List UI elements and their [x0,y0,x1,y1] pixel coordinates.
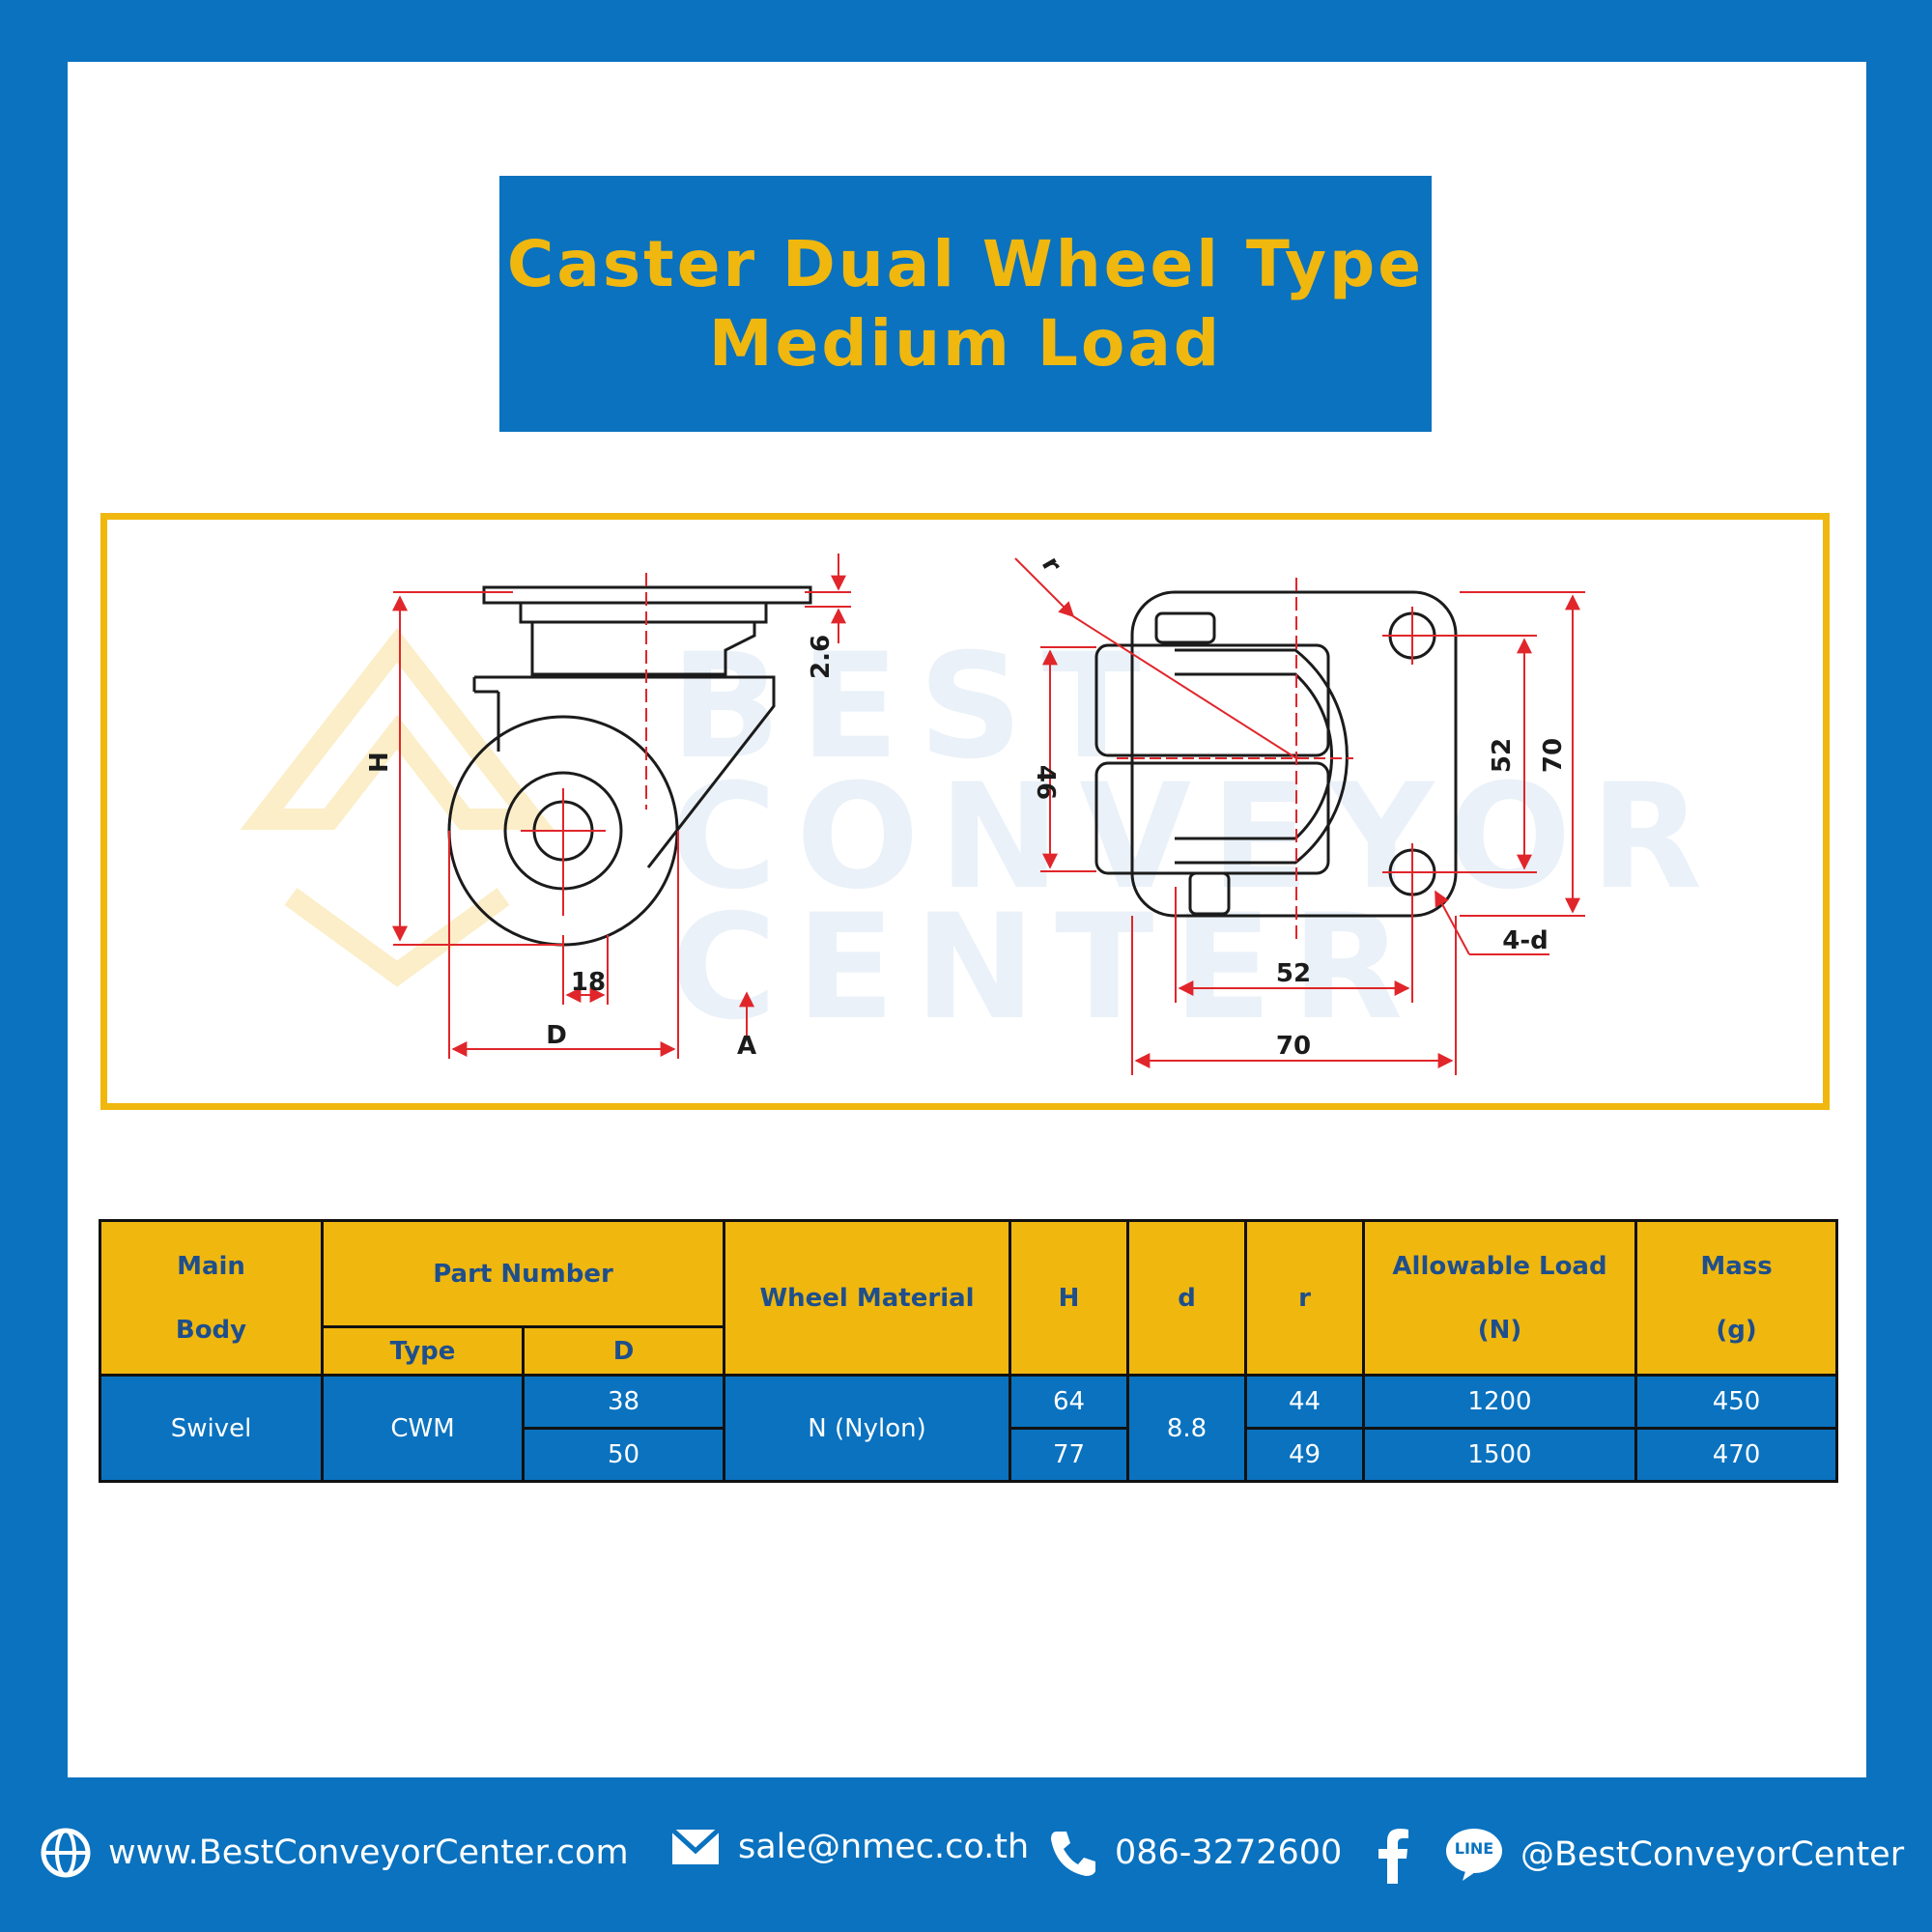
header-d-wheel: D [521,1325,726,1377]
facebook-icon [1378,1829,1408,1884]
table-row: 50 77 49 1500 470 [100,1427,1839,1483]
line-badge-text: LINE [1454,1839,1494,1858]
mail-icon [670,1828,721,1864]
drawing-svg: BEST CONVEYOR CENTER [240,553,1702,1075]
technical-drawing: BEST CONVEYOR CENTER [100,513,1830,1110]
header-type: Type [321,1325,525,1377]
facebook-link[interactable] [1377,1828,1427,1884]
dim-d-wheel: D [546,1021,567,1050]
phone-icon [1051,1832,1095,1876]
top-view [1094,590,1458,918]
cell-mass: 470 [1634,1427,1839,1483]
email-text: sale@nmec.co.th [738,1828,1030,1866]
watermark-line-1: BEST [670,623,1160,791]
cell-mass: 450 [1634,1374,1839,1430]
dim-52-vertical: 52 [1488,738,1517,773]
website-link[interactable]: www.BestConveyorCenter.com [41,1828,629,1878]
title-banner: Caster Dual Wheel Type Medium Load [499,176,1432,432]
header-mass: Mass(g) [1634,1219,1839,1377]
cell-d-wheel: 50 [521,1427,726,1483]
header-allowable-load: Allowable Load(N) [1362,1219,1638,1377]
cell-wheel-material: N (Nylon) [723,1374,1012,1483]
line-icon: LINE [1445,1828,1503,1882]
header-part-number: Part Number [320,1219,726,1328]
contact-footer: www.BestConveyorCenter.com sale@nmec.co.… [0,1816,1932,1893]
watermark: BEST CONVEYOR CENTER [240,623,1702,1052]
top-view-dimensions [1014,557,1585,1075]
dim-70-horizontal: 70 [1276,1032,1311,1061]
cell-d-wheel: 38 [521,1374,726,1430]
side-view-labels: H 2.6 18 D A [365,635,836,1061]
cell-r: 44 [1244,1374,1366,1430]
social-handle: @BestConveyorCenter [1520,1835,1905,1874]
cell-r: 49 [1244,1427,1366,1483]
title-line-2: Medium Load [708,305,1223,381]
cell-body: Swivel [99,1374,324,1483]
cell-load: 1200 [1362,1374,1638,1430]
dim-52-horizontal: 52 [1276,959,1311,988]
line-link[interactable]: LINE @BestConveyorCenter [1445,1828,1904,1882]
side-view-centerlines [392,554,851,1059]
title-line-1: Caster Dual Wheel Type [506,226,1425,301]
dim-46: 46 [1031,765,1060,800]
email-link[interactable]: sale@nmec.co.th [670,1828,1029,1866]
dim-18: 18 [571,968,606,997]
header-r: r [1244,1219,1366,1377]
top-view-labels: r 46 52 70 4-d 52 70 [1031,553,1568,1062]
cell-type: CWM [321,1374,525,1483]
globe-icon [41,1828,91,1878]
cell-h: 64 [1009,1374,1130,1430]
header-wheel-material: Wheel Material [723,1219,1012,1377]
phone-text: 086-3272600 [1115,1833,1343,1872]
cell-load: 1500 [1362,1427,1638,1483]
header-h: H [1009,1219,1130,1377]
phone-link[interactable]: 086-3272600 [1047,1828,1342,1878]
header-d-hole: d [1126,1219,1248,1377]
dim-70-vertical: 70 [1539,738,1568,773]
table-row: Swivel CWM 38 N (Nylon) 64 8.8 44 1200 4… [99,1374,1839,1483]
dim-h: H [365,752,394,773]
website-text: www.BestConveyorCenter.com [108,1833,629,1872]
dim-r: r [1036,553,1066,578]
dim-2-6: 2.6 [807,635,836,679]
watermark-line-3: CENTER [670,884,1422,1052]
watermark-logo-icon [240,628,554,830]
dim-a: A [737,1032,756,1061]
cell-h: 77 [1009,1427,1130,1483]
cell-d-hole: 8.8 [1126,1374,1248,1483]
dim-4-d: 4-d [1502,926,1548,955]
